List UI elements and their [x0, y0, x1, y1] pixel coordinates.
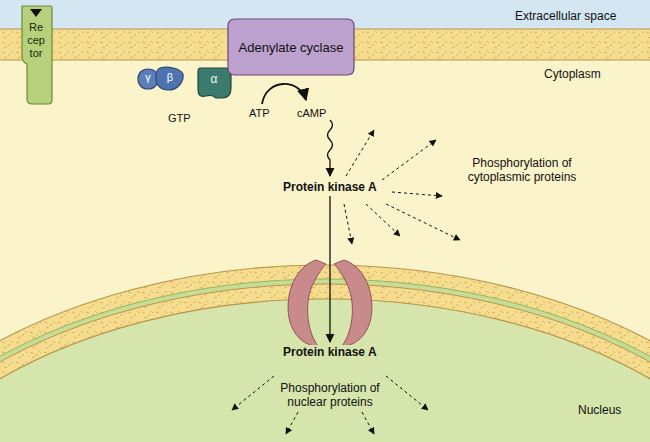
node-label: β — [156, 71, 184, 84]
nucleoplasm — [0, 299, 650, 442]
activation-arrow — [328, 120, 333, 176]
phosphorylation-arrows — [232, 376, 428, 434]
node-label: Re cep tor — [20, 21, 52, 60]
perinuclear-space — [0, 279, 650, 442]
node-label: α — [196, 72, 232, 86]
translocation-arrow — [329, 196, 330, 342]
g-protein-beta: β — [154, 66, 184, 91]
nuclear-envelope-outer — [0, 265, 650, 442]
nuclear-pore — [334, 260, 372, 346]
g-protein-alpha: α — [196, 66, 232, 100]
region-label: Extracellular space — [515, 9, 616, 23]
enzyme-label: Protein kinase A — [281, 345, 379, 359]
molecule-label: GTP — [168, 112, 191, 125]
nuclear-pore — [288, 260, 326, 346]
region-label: Cytoplasm — [544, 67, 601, 81]
molecule-label: ATP — [249, 107, 270, 120]
node-label: Adenylate cyclase — [239, 40, 344, 55]
process-label: Phosphorylation of nuclear proteins — [275, 381, 385, 409]
enzyme-label: Protein kinase A — [281, 180, 379, 194]
receptor-protein: Re cep tor — [18, 4, 54, 106]
process-label: Phosphorylation of cytoplasmic proteins — [447, 156, 597, 184]
adenylate-cyclase: Adenylate cyclase — [227, 18, 355, 76]
molecule-label: cAMP — [297, 107, 326, 120]
region-label: Nucleus — [578, 403, 621, 417]
nuclear-envelope-inner — [0, 284, 650, 442]
conversion-arrow — [262, 84, 306, 104]
